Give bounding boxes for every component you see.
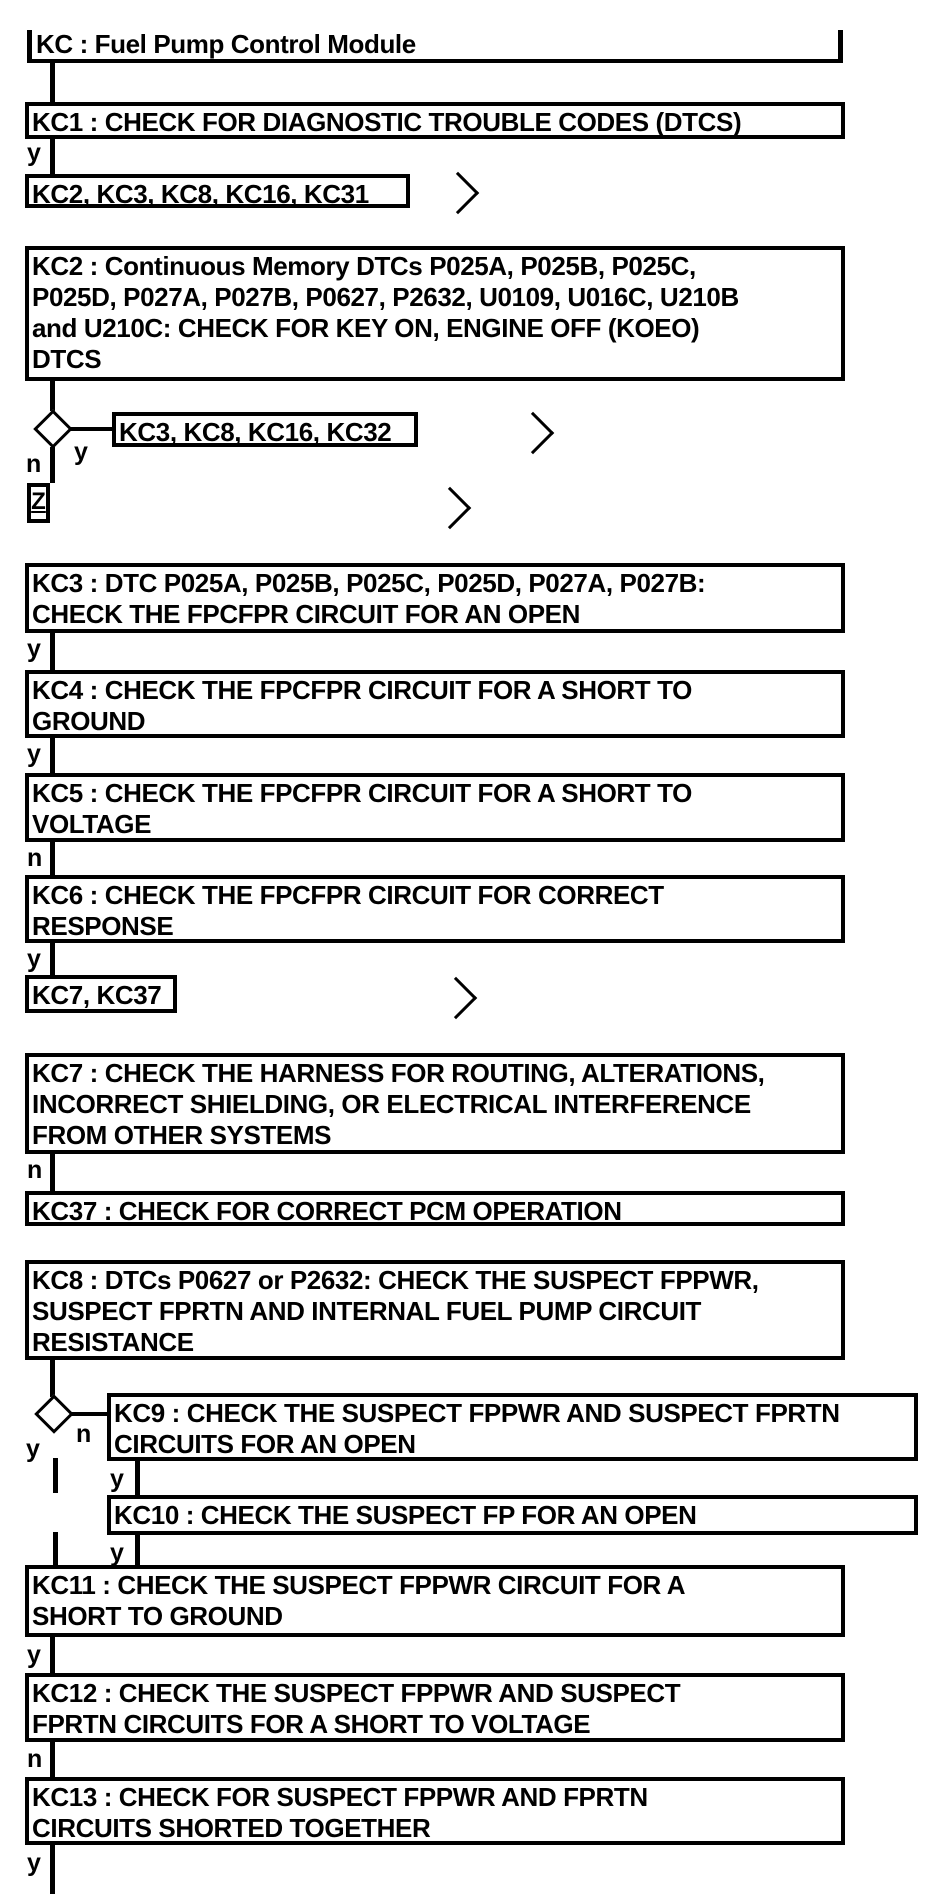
connector-line — [71, 1412, 109, 1416]
connector-line — [70, 427, 114, 431]
continue-arrow-icon — [434, 976, 478, 1020]
node-kc4: KC4 : CHECK THE FPCFPR CIRCUIT FOR A SHO… — [25, 670, 845, 738]
node-kc37: KC37 : CHECK FOR CORRECT PCM OPERATION — [25, 1191, 845, 1226]
connector-line — [50, 633, 55, 670]
decision-diamond-icon — [33, 409, 73, 449]
continue-arrow-icon — [436, 171, 480, 215]
branch-label-yes: y — [27, 1641, 41, 1669]
branch-label-yes: y — [74, 438, 88, 466]
branch-label-yes: y — [27, 1849, 41, 1877]
node-kc6: KC6 : CHECK THE FPCFPR CIRCUIT FOR CORRE… — [25, 875, 845, 943]
off-page-connector-z: Z — [27, 483, 50, 523]
branch-label-yes: y — [27, 740, 41, 768]
chart-title: KC : Fuel Pump Control Module — [27, 30, 843, 63]
branch-label-yes: y — [110, 1539, 124, 1567]
connector-line — [135, 1461, 140, 1495]
connector-line — [50, 447, 55, 483]
branch-label-no: n — [26, 450, 41, 478]
node-kc8: KC8 : DTCs P0627 or P2632: CHECK THE SUS… — [25, 1260, 845, 1360]
node-kc11: KC11 : CHECK THE SUSPECT FPPWR CIRCUIT F… — [25, 1565, 845, 1637]
connector-line — [135, 1535, 140, 1567]
node-kc9: KC9 : CHECK THE SUSPECT FPPWR AND SUSPEC… — [107, 1393, 918, 1461]
node-kc3: KC3 : DTC P025A, P025B, P025C, P025D, P0… — [25, 563, 845, 633]
connector-line-dash — [53, 1532, 58, 1567]
connector-line — [50, 842, 55, 875]
branch-label-yes: y — [27, 635, 41, 663]
continue-arrow-icon — [511, 411, 555, 455]
connector-line — [50, 381, 55, 411]
connector-line — [50, 1742, 55, 1777]
jump-list-3: KC7, KC37 — [25, 975, 177, 1013]
branch-label-yes: y — [110, 1465, 124, 1493]
decision-diamond-icon — [34, 1394, 74, 1434]
node-kc13: KC13 : CHECK FOR SUSPECT FPPWR AND FPRTN… — [25, 1777, 845, 1845]
node-kc1: KC1 : CHECK FOR DIAGNOSTIC TROUBLE CODES… — [25, 102, 845, 139]
branch-label-no: n — [27, 844, 42, 872]
connector-line — [50, 139, 55, 174]
branch-label-no: n — [27, 1156, 42, 1184]
connector-line — [50, 63, 55, 103]
branch-label-yes: y — [27, 945, 41, 973]
connector-line — [50, 1360, 55, 1397]
connector-line — [50, 1637, 55, 1673]
node-kc12: KC12 : CHECK THE SUSPECT FPPWR AND SUSPE… — [25, 1673, 845, 1742]
connector-line — [50, 943, 55, 975]
node-kc2: KC2 : Continuous Memory DTCs P025A, P025… — [25, 246, 845, 381]
branch-label-no: n — [27, 1745, 42, 1773]
jump-list-1: KC2, KC3, KC8, KC16, KC31 — [25, 174, 410, 209]
connector-line — [50, 1154, 55, 1191]
connector-line-dash — [53, 1458, 58, 1493]
node-kc10: KC10 : CHECK THE SUSPECT FP FOR AN OPEN — [107, 1495, 918, 1535]
branch-label-yes: y — [27, 139, 41, 167]
continue-arrow-icon — [428, 486, 472, 530]
branch-label-yes: y — [26, 1435, 40, 1463]
node-kc5: KC5 : CHECK THE FPCFPR CIRCUIT FOR A SHO… — [25, 773, 845, 842]
connector-line — [50, 738, 55, 773]
connector-line — [50, 1845, 55, 1894]
branch-label-no: n — [76, 1420, 91, 1448]
jump-list-2: KC3, KC8, KC16, KC32 — [112, 412, 418, 447]
node-kc7: KC7 : CHECK THE HARNESS FOR ROUTING, ALT… — [25, 1053, 845, 1154]
